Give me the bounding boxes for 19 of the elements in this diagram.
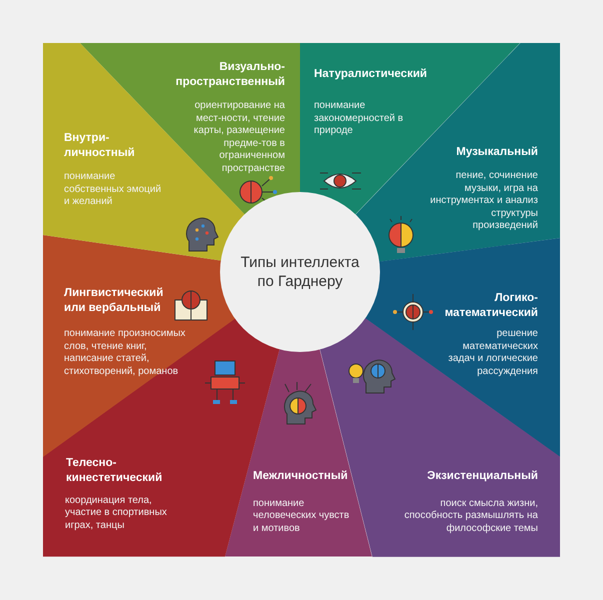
sector-heading: Внутри-личностный [64,131,136,161]
sector-heading: Логико-математический [444,291,538,321]
sector-heading: Телесно-кинестетический [66,456,164,486]
sector-description: понимание закономерностей в природе [314,100,404,138]
sector-description: ориентирование на мест-ности, чтение карты, размещение предме-тов в ограниченном пространстве [192,100,285,175]
center-title: Типы интеллекта по Гарднеру [240,253,360,291]
sector-description: понимание человеческих чувств и мотивов [253,498,350,536]
sector-description: пение, сочинение музыки, игра на инструментах и анализ структуры произведений [429,170,538,232]
sector-description: понимание собственных эмоций и желаний [64,171,162,208]
sector-description: поиск смысла жизни, способность размышлять на философские темы [403,498,538,536]
sector-description: координация тела, участие в спортивных играх, танцы [65,494,168,532]
sector-description: решение математических задач и логические рассуждения [447,328,538,378]
sector-heading: Музыкальный [455,145,538,160]
sector-heading: Экзистенциальный [426,468,538,484]
sector-description: понимание произносимых слов, чтение книг, написание статей, стихотворений, романов [64,328,186,378]
sector-heading: Натуралистический [314,67,428,82]
sector-heading: Визуально-пространственный [174,60,285,90]
sector-heading: Межличностный [253,468,349,484]
sector-heading: Лингвистический или вербальный [64,286,164,316]
